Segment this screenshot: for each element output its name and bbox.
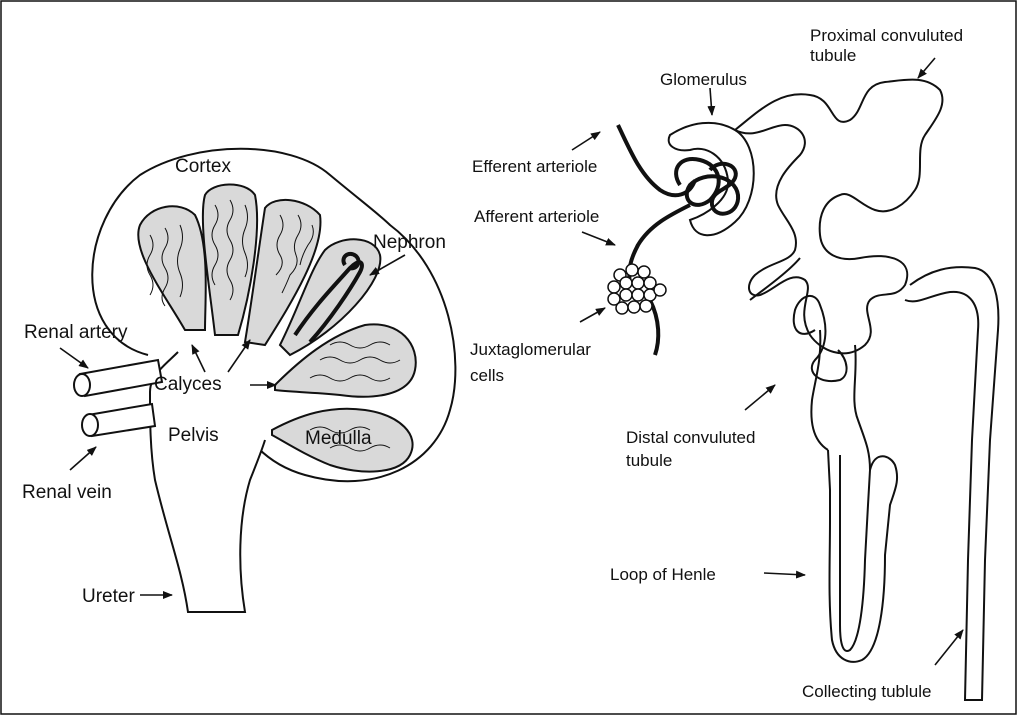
label-loop-of-henle: Loop of Henle — [610, 565, 716, 584]
label-nephron: Nephron — [373, 232, 446, 253]
label-renal-artery: Renal artery — [24, 322, 128, 343]
label-calyces: Calyces — [154, 374, 222, 395]
renal-artery-opening — [74, 374, 90, 396]
label-juxtaglomerular-line2: cells — [470, 366, 504, 385]
label-glomerulus: Glomerulus — [660, 70, 747, 89]
renal-vein-opening — [82, 414, 98, 436]
label-renal-vein: Renal vein — [22, 482, 112, 503]
label-cortex: Cortex — [175, 156, 231, 177]
label-juxtaglomerular-line1: Juxtaglomerular — [470, 340, 591, 359]
label-distal-line1: Distal convuluted — [626, 428, 755, 447]
label-proximal-line1: Proximal convuluted — [810, 26, 963, 45]
label-afferent-arteriole: Afferent arteriole — [474, 207, 599, 226]
label-proximal-line2: tubule — [810, 46, 856, 65]
label-medulla: Medulla — [305, 428, 372, 449]
label-pelvis: Pelvis — [168, 425, 219, 446]
label-distal-line2: tubule — [626, 451, 672, 470]
label-collecting-tubule: Collecting tublule — [802, 682, 931, 701]
label-ureter: Ureter — [82, 586, 135, 607]
label-efferent-arteriole: Efferent arteriole — [472, 157, 597, 176]
